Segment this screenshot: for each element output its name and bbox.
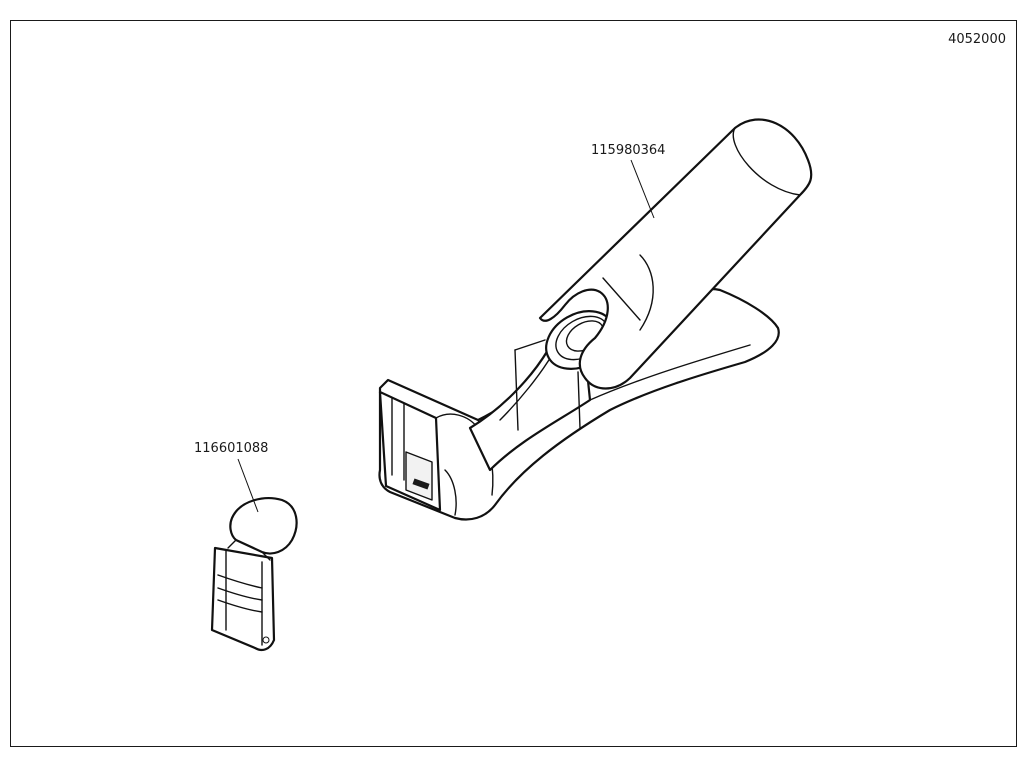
handle-assembly-drawing xyxy=(378,118,813,521)
document-number: 4052000 xyxy=(948,32,1006,47)
leader-line-handle xyxy=(630,159,655,219)
clip-drawing xyxy=(210,497,298,651)
leader-line-clip xyxy=(237,458,259,513)
part-number-label-handle: 115980364 xyxy=(591,143,666,158)
drawing-frame xyxy=(10,20,1017,747)
part-number-label-clip: 116601088 xyxy=(194,441,269,456)
clip-head xyxy=(229,497,298,555)
handle-grip-tube xyxy=(538,118,813,390)
clip-body xyxy=(210,546,276,651)
